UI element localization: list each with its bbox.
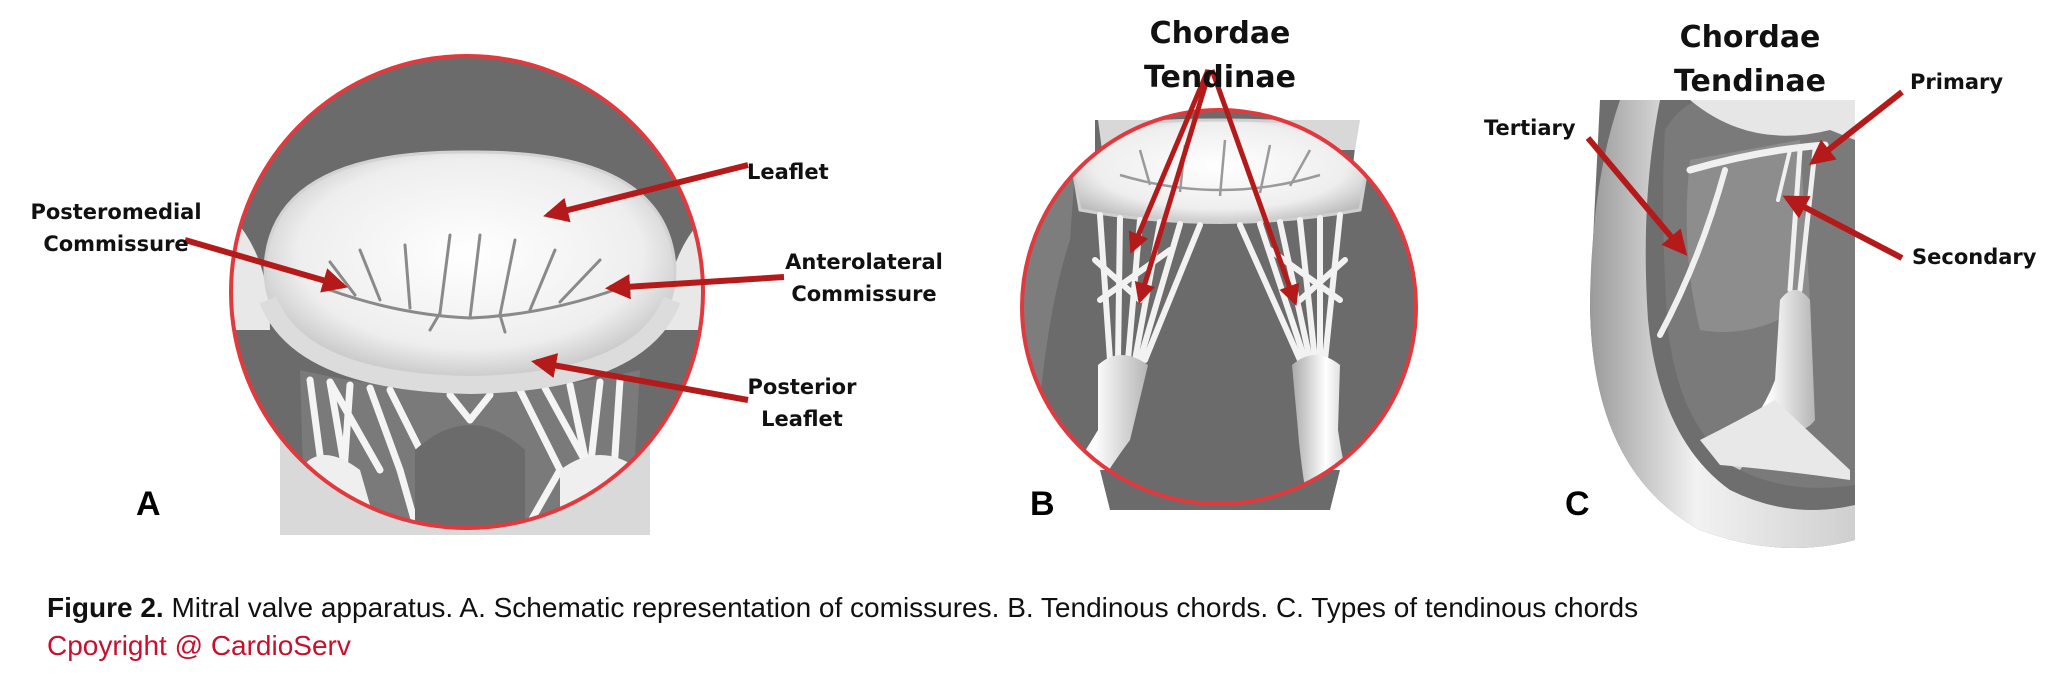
copyright-notice: Cpoyright @ CardioServ	[47, 630, 351, 661]
label-primary: Primary	[1910, 70, 2004, 94]
panel-letter-b: B	[1030, 485, 1055, 523]
figure-caption: Figure 2. Mitral valve apparatus. A. Sch…	[47, 592, 1638, 624]
label-anterolateral-commissure: Anterolateral Commissure	[780, 246, 948, 310]
arrow-chordae-3	[1209, 69, 1300, 306]
label-posterior-line2: Leaflet	[761, 407, 843, 431]
panel-a-arrows	[184, 162, 785, 403]
label-leaflet: Leaflet	[747, 160, 829, 184]
label-anterolateral-line2: Commissure	[791, 282, 937, 306]
panel-c-title: Chordae Tendinae	[1660, 16, 1840, 104]
arrow-tertiary	[1585, 136, 1688, 256]
label-tertiary: Tertiary	[1484, 116, 1576, 140]
label-posterior-leaflet: Posterior Leaflet	[746, 371, 858, 435]
label-posteromedial-commissure: Posteromedial Commissure	[28, 196, 204, 260]
panel-letter-c: C	[1565, 485, 1590, 523]
label-posterior-line1: Posterior	[747, 375, 857, 399]
figure-number: Figure 2.	[47, 592, 164, 623]
arrow-posterior	[531, 353, 749, 403]
arrow-leaflet	[543, 162, 749, 223]
panel-b-title-line1: Chordae	[1149, 16, 1291, 51]
caption-text: Mitral valve apparatus. A. Schematic rep…	[163, 592, 1639, 623]
panel-b-arrows	[1128, 69, 1300, 306]
label-posteromedial-line2: Commissure	[43, 232, 189, 256]
panel-b-title: Chordae Tendinae	[1130, 12, 1310, 100]
panel-c-title-line2: Tendinae	[1674, 64, 1826, 99]
arrow-secondary	[1782, 195, 1904, 261]
panel-b-title-line2: Tendinae	[1144, 60, 1296, 95]
panel-letter-a: A	[136, 485, 161, 523]
arrow-chordae-1	[1128, 69, 1211, 254]
arrow-primary	[1809, 89, 1904, 166]
arrow-anterolateral	[604, 274, 785, 300]
panel-b-illustration	[1020, 108, 1418, 510]
panel-c-arrows	[1585, 89, 1904, 261]
arrow-posteromedial	[184, 237, 348, 293]
label-posteromedial-line1: Posteromedial	[30, 200, 202, 224]
panel-c-title-line1: Chordae	[1679, 20, 1821, 55]
label-secondary: Secondary	[1912, 245, 2037, 269]
panel-a-illustration	[229, 54, 705, 535]
arrow-chordae-2	[1134, 69, 1213, 305]
panel-c-illustration	[1590, 100, 1855, 548]
label-anterolateral-line1: Anterolateral	[785, 250, 943, 274]
figure: Posteromedial Commissure Leaflet Anterol…	[28, 12, 2037, 548]
figure-illustration	[184, 54, 1904, 548]
